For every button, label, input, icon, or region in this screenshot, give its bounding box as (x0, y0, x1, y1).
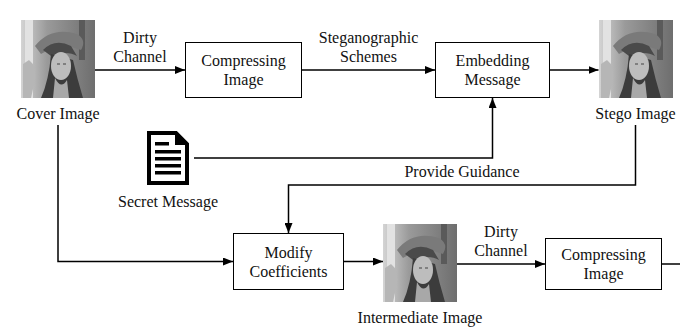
edge-label: Steganographic Schemes (306, 28, 432, 66)
node-label: Intermediate Image (358, 308, 483, 327)
connector-arrow (95, 69, 185, 71)
node-label: Modify Coefficients (234, 243, 343, 281)
photo-image (599, 20, 673, 98)
node-label: Secret Message (118, 192, 218, 211)
connector-arrow (194, 98, 493, 158)
connector-arrow (550, 69, 599, 71)
edge-label: Provide Guidance (402, 162, 521, 181)
edge-label: Dirty Channel (102, 28, 178, 66)
photo-image (21, 20, 95, 98)
image-node: Stego Image (593, 20, 678, 123)
process-box: Compressing Image (545, 238, 662, 290)
connector-arrow (58, 125, 233, 262)
edge-label: Dirty Channel (463, 222, 539, 260)
node-label: Compressing Image (186, 51, 301, 89)
connector-arrow (302, 69, 435, 71)
process-box: Compressing Image (185, 42, 302, 98)
document-node: Secret Message (108, 128, 228, 211)
node-label: Stego Image (595, 104, 675, 123)
connector-arrow (289, 125, 636, 233)
outgoing-line (660, 263, 680, 265)
node-label: Cover Image (16, 104, 99, 123)
connector-arrow (344, 261, 383, 263)
process-box: Modify Coefficients (233, 233, 344, 290)
node-label: Embedding Message (436, 51, 549, 89)
photo-image (383, 224, 457, 302)
node-label: Compressing Image (546, 245, 661, 283)
connector-arrow (457, 263, 545, 265)
process-box: Embedding Message (435, 42, 550, 98)
image-node: Cover Image (8, 20, 108, 123)
document-icon (146, 130, 190, 186)
